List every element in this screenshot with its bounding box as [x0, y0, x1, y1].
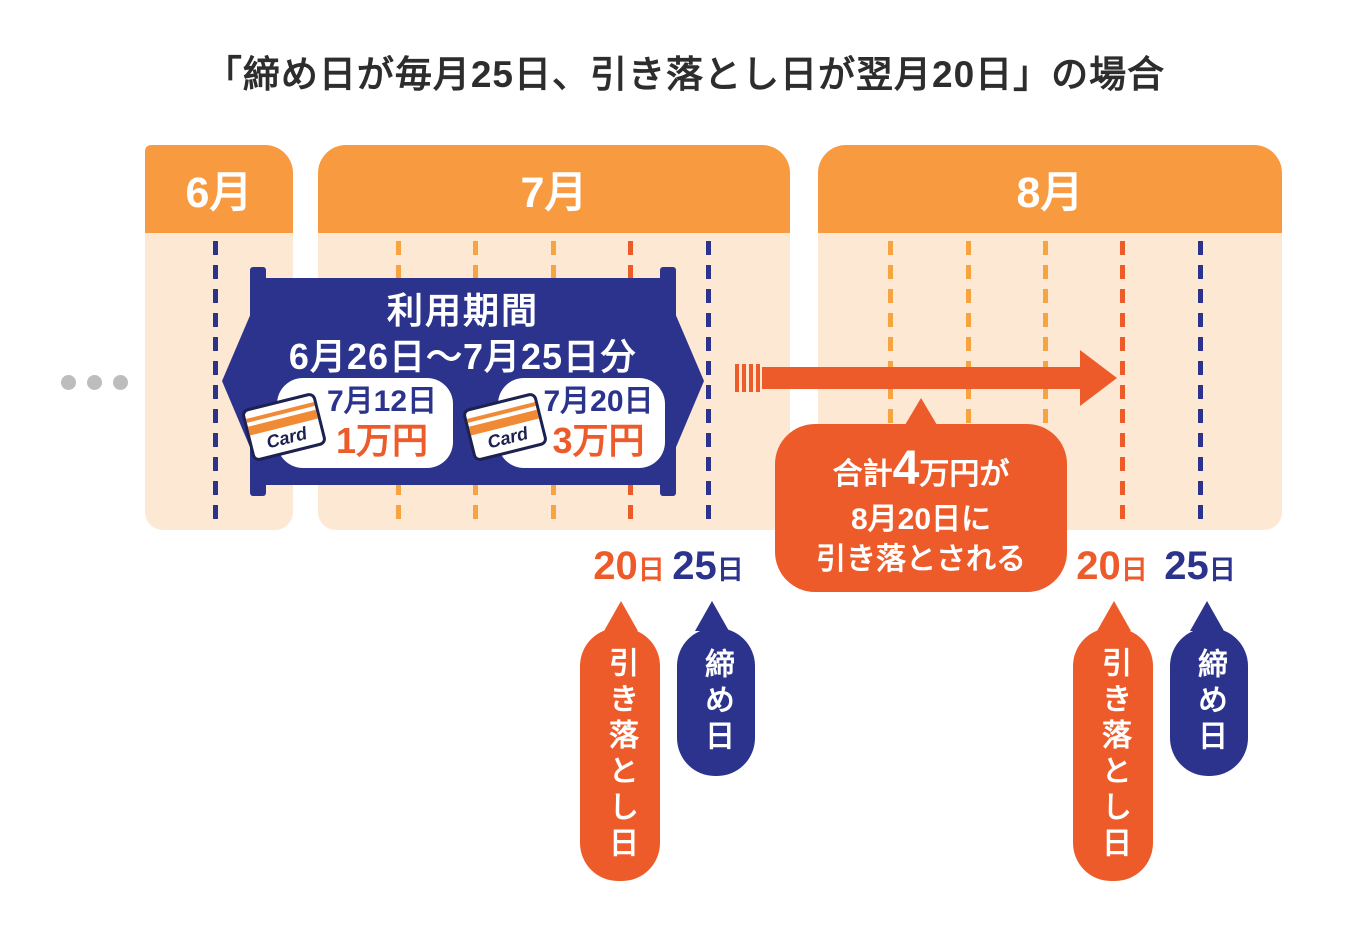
- arrow-speed-line: [756, 364, 760, 392]
- closing-bubble-pointer: [695, 601, 729, 631]
- ellipsis-dot: [61, 375, 76, 390]
- closing-bubble-label: 締め日: [700, 648, 733, 756]
- debit-bubble-label: 引き落とし日: [604, 646, 637, 863]
- dashline-august-20: [1120, 241, 1125, 525]
- august-closing-bubble: 締め日: [1170, 628, 1248, 776]
- carryover-arrow-head: [1080, 350, 1117, 406]
- page-title: 「締め日が毎月25日、引き落とし日が翌月20日」の場合: [204, 54, 1166, 95]
- callout-text: 合計: [832, 457, 893, 491]
- purchase-date: 7月12日: [326, 385, 438, 419]
- usage-period-range: 6月26日〜7月25日分: [288, 336, 638, 377]
- debit-bubble-pointer: [1097, 601, 1131, 631]
- arrow-speed-line: [735, 364, 739, 392]
- debit-bubble-label: 引き落とし日: [1097, 646, 1130, 863]
- debit-bubble-pointer: [604, 601, 638, 631]
- carryover-arrow-shaft: [762, 367, 1080, 389]
- purchase-amount: 3万円: [552, 419, 645, 461]
- day-number: 20: [1076, 544, 1121, 588]
- dashline-august-25: [1198, 241, 1203, 525]
- arrow-speed-line: [742, 364, 746, 392]
- august-debit-bubble: 引き落とし日: [1073, 628, 1153, 881]
- month-label: 7月: [520, 169, 588, 217]
- arrow-speed-line: [749, 364, 753, 392]
- closing-bubble-label: 締め日: [1193, 648, 1226, 756]
- dashline-june-25: [213, 241, 218, 525]
- closing-bubble-pointer: [1190, 601, 1224, 631]
- month-label: 6月: [185, 169, 253, 217]
- callout-amount: 4: [892, 441, 920, 495]
- panel-header-august: 8月: [818, 145, 1282, 233]
- callout-text: 引き落とされる: [816, 542, 1026, 576]
- withdrawal-callout: 合計 4 万円が 8月20日に 引き落とされる: [775, 424, 1067, 592]
- day-suffix: 日: [1208, 555, 1236, 585]
- panel-header-june: 6月: [145, 145, 293, 233]
- ellipsis-icon: [61, 375, 128, 390]
- day-number: 20: [593, 544, 638, 588]
- day-suffix: 日: [1120, 555, 1148, 585]
- usage-period-label: 利用期間: [386, 290, 539, 331]
- dashline-july-25: [706, 241, 711, 525]
- panel-header-july: 7月: [318, 145, 790, 233]
- july-closing-bubble: 締め日: [677, 628, 755, 776]
- month-label: 8月: [1016, 169, 1084, 217]
- callout-text: 万円が: [919, 457, 1010, 491]
- ellipsis-dot: [113, 375, 128, 390]
- july-debit-bubble: 引き落とし日: [580, 628, 660, 881]
- ellipsis-dot: [87, 375, 102, 390]
- day-number: 25: [1164, 544, 1209, 588]
- day-number: 25: [672, 544, 717, 588]
- purchase-date: 7月20日: [543, 385, 654, 419]
- purchase-amount: 1万円: [335, 419, 429, 461]
- day-suffix: 日: [637, 555, 665, 585]
- day-suffix: 日: [716, 555, 744, 585]
- callout-text: 8月20日に: [850, 503, 992, 537]
